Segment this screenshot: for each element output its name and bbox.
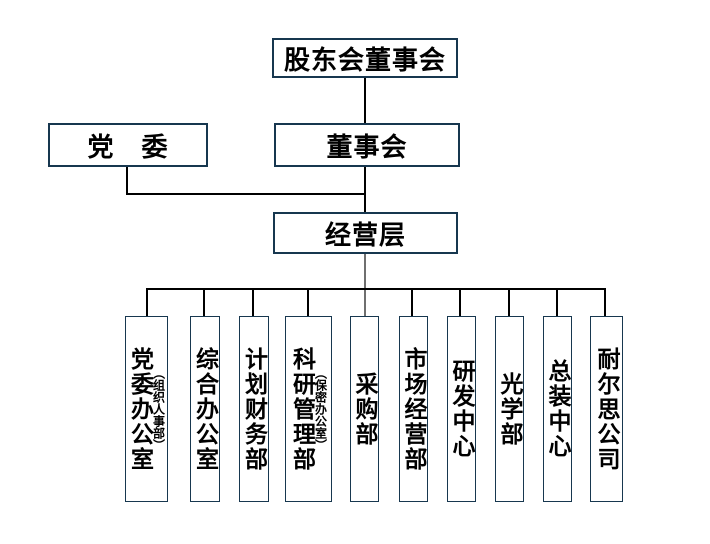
dept-label: 采购部 <box>352 371 377 447</box>
node-board: 董事会 <box>274 123 460 167</box>
connector-drop-dept-8 <box>508 288 510 316</box>
connector-drop-dept-6 <box>411 288 413 316</box>
connector-drop-dept-7 <box>459 288 461 316</box>
node-shareholders-board: 股东会董事会 <box>272 38 458 78</box>
node-management-label: 经营层 <box>324 220 406 250</box>
dept-label: 研发中心 <box>449 359 474 459</box>
dept-rnd-center: 研发中心 <box>447 316 476 502</box>
dept-market-operations: 市场经营部 <box>399 316 428 502</box>
connector-drop-dept-10 <box>604 288 606 316</box>
node-board-label: 董事会 <box>326 132 408 162</box>
connector-party-elbow <box>126 193 366 195</box>
connector-party-drop <box>126 167 128 195</box>
dept-label: 耐尔思公司 <box>594 346 619 472</box>
connector-drop-dept-2 <box>203 288 205 316</box>
node-management: 经营层 <box>273 212 458 254</box>
connector-shareholders-to-board <box>364 78 366 123</box>
dept-label: 综合办公室 <box>192 346 218 472</box>
dept-planning-finance: 计划财务部 <box>239 316 269 502</box>
dept-label: 市场经营部 <box>401 346 426 472</box>
dept-general-office: 综合办公室 <box>190 316 220 502</box>
connector-distribution-bar <box>146 288 606 290</box>
connector-drop-dept-1 <box>146 288 148 316</box>
node-party-committee: 党 委 <box>48 123 208 167</box>
connector-drop-dept-4 <box>307 288 309 316</box>
dept-label: 总装中心 <box>545 359 570 459</box>
dept-sublabel: （保密办公室） <box>313 367 328 451</box>
dept-label: 党委办公室 <box>127 346 153 472</box>
dept-label: 科研管理部 <box>289 346 315 472</box>
dept-party-committee-office: 党委办公室 （组织人事部） <box>125 316 168 502</box>
dept-assembly-center: 总装中心 <box>543 316 572 502</box>
node-party-committee-label: 党 委 <box>87 132 169 162</box>
dept-sublabel: （组织人事部） <box>151 367 166 451</box>
node-shareholders-board-label: 股东会董事会 <box>283 45 446 75</box>
connector-board-to-management <box>364 167 366 212</box>
dept-research-management: 科研管理部 （保密办公室） <box>285 316 332 502</box>
connector-management-drop <box>364 254 366 316</box>
dept-optics: 光学部 <box>495 316 524 502</box>
connector-drop-dept-3 <box>252 288 254 316</box>
dept-label: 计划财务部 <box>241 346 267 472</box>
connector-drop-dept-9 <box>556 288 558 316</box>
dept-naiersi-company: 耐尔思公司 <box>590 316 623 502</box>
dept-procurement: 采购部 <box>350 316 379 502</box>
dept-label: 光学部 <box>497 371 522 447</box>
